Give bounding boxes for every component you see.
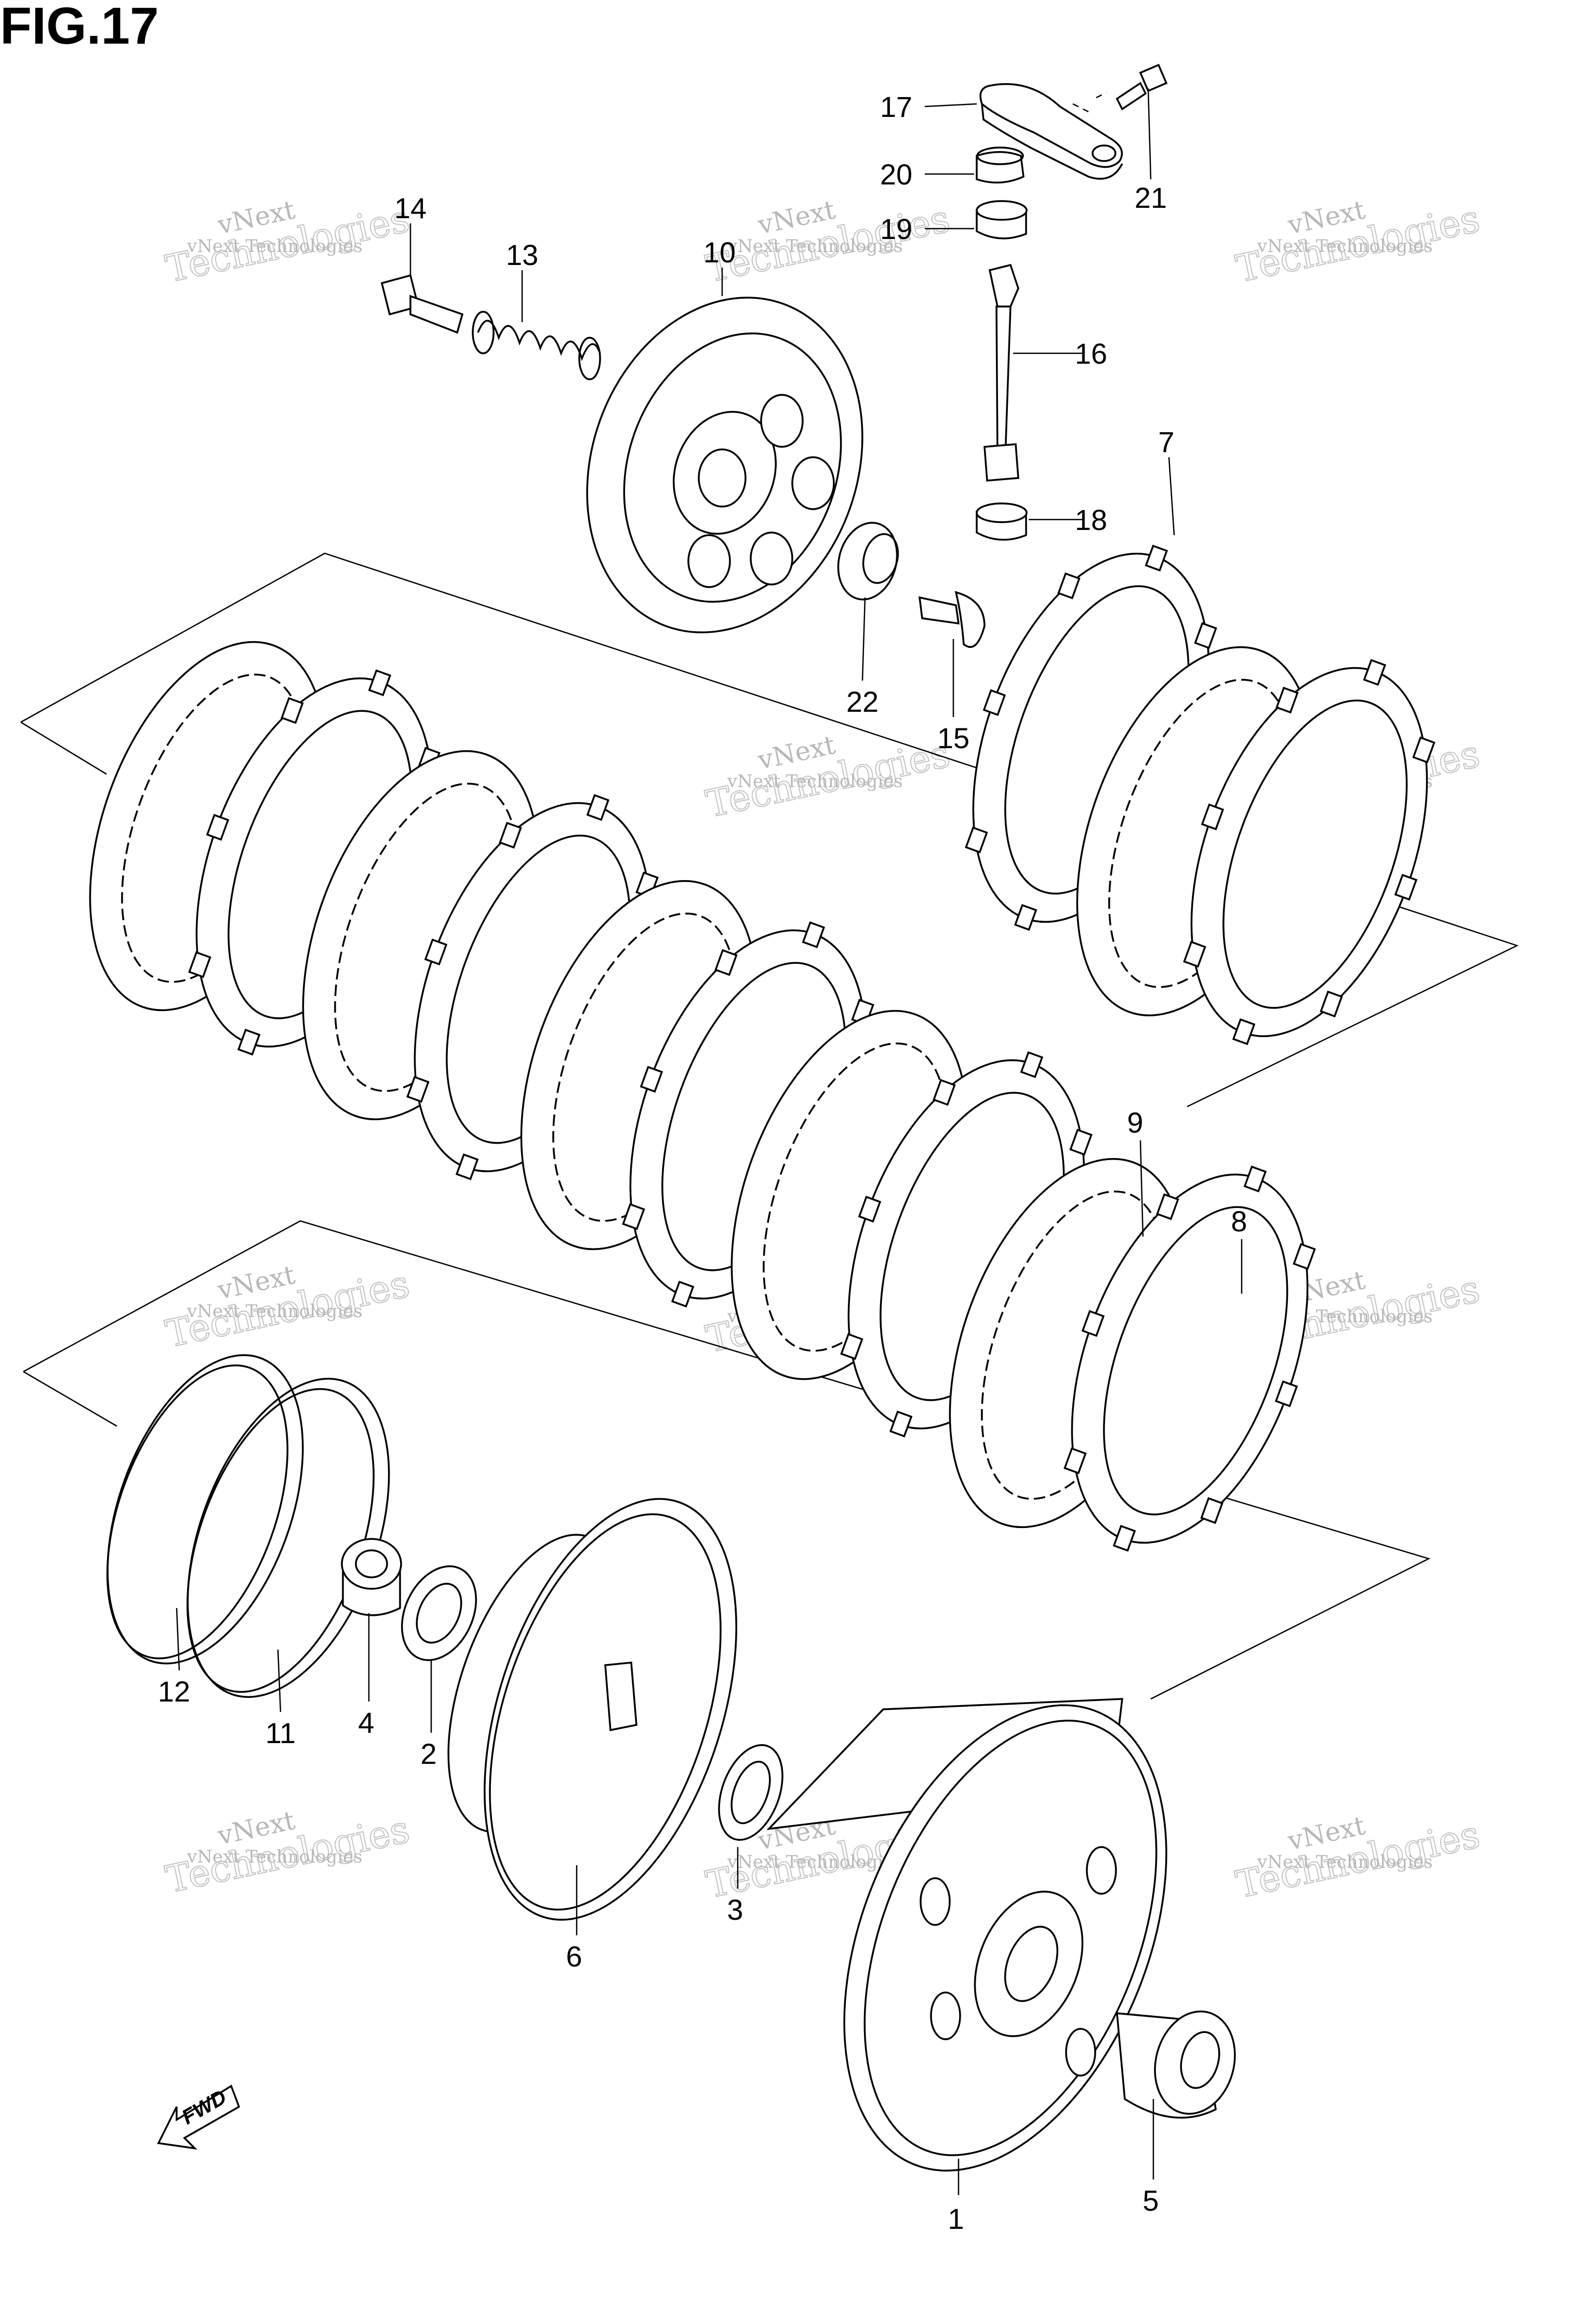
- clutch-plate-stack: [89, 544, 1435, 1552]
- callout-7: 7: [1158, 426, 1174, 458]
- callout-14: 14: [394, 192, 427, 224]
- watermark-caption: vNext Technologies: [187, 1301, 363, 1322]
- callout-6: 6: [566, 1940, 582, 1973]
- part-22-bearing: [837, 522, 899, 601]
- callout-8: 8: [1231, 1205, 1247, 1238]
- callout-3: 3: [727, 1893, 743, 1926]
- fwd-arrow-icon: FWD: [157, 2084, 241, 2150]
- part-1-primary-driven-gear: [766, 1698, 1167, 2172]
- callout-15: 15: [937, 722, 969, 754]
- callout-leader-21: [1147, 88, 1152, 180]
- callout-leader-12: [176, 1607, 180, 1671]
- clutch-plate: [1063, 1165, 1316, 1552]
- callout-leader-7: [1168, 457, 1175, 536]
- part-16-release-shaft: [983, 263, 1019, 482]
- callout-17: 17: [880, 90, 912, 123]
- callout-11: 11: [265, 1717, 296, 1749]
- watermark-caption: vNext Technologies: [727, 1852, 903, 1872]
- part-12-ring: [106, 1354, 304, 1665]
- callout-19: 19: [880, 212, 912, 245]
- part-15-push-piece: [918, 591, 986, 648]
- callout-21: 21: [1135, 181, 1167, 214]
- callout-20: 20: [880, 158, 912, 191]
- callout-10: 10: [703, 236, 736, 269]
- callout-leader-11: [277, 1649, 282, 1712]
- callout-1: 1: [948, 2202, 964, 2235]
- callout-2: 2: [420, 1737, 436, 1770]
- callout-16: 16: [1075, 337, 1107, 370]
- callout-leader-22: [861, 597, 866, 681]
- part-10-pressure-plate: [586, 297, 863, 633]
- part-11-ring: [187, 1377, 390, 1698]
- callout-leader-17: [924, 103, 977, 108]
- part-17-release-arm: [979, 83, 1123, 180]
- part-19-bearing: [976, 200, 1028, 240]
- part-3-washer: [718, 1744, 783, 1841]
- watermark-caption: vNext Technologies: [1257, 236, 1433, 257]
- callout-18: 18: [1075, 503, 1107, 536]
- part-21-bolt: [1115, 63, 1168, 111]
- watermark-caption: vNext Technologies: [187, 236, 363, 257]
- callout-leader-9: [1139, 1140, 1144, 1237]
- part-5-bushing: [1116, 2010, 1236, 2119]
- clutch-plate: [1183, 659, 1435, 1045]
- callout-12: 12: [158, 1675, 190, 1708]
- part-4-spacer: [341, 1538, 402, 1616]
- watermark-caption: vNext Technologies: [1257, 1852, 1433, 1872]
- part-13-spring: [472, 311, 601, 380]
- part-18-bearing: [976, 502, 1028, 541]
- callout-9: 9: [1127, 1106, 1143, 1139]
- watermark-caption: vNext Technologies: [727, 771, 903, 792]
- callout-13: 13: [506, 238, 538, 271]
- part-2-washer: [401, 1565, 477, 1662]
- watermark-caption: vNext Technologies: [187, 1846, 363, 1867]
- watermark-caption: vNext Technologies: [727, 236, 903, 257]
- callout-4: 4: [358, 1706, 374, 1739]
- part-20-oil-seal: [976, 147, 1025, 184]
- callout-22: 22: [846, 685, 879, 718]
- callout-5: 5: [1142, 2184, 1159, 2217]
- figure-title: FIG.17: [0, 0, 159, 55]
- part-14-bolt: [380, 274, 464, 334]
- part-6-clutch-sleeve-hub: [447, 1498, 737, 1921]
- upper-plate-frame: [20, 552, 1519, 1108]
